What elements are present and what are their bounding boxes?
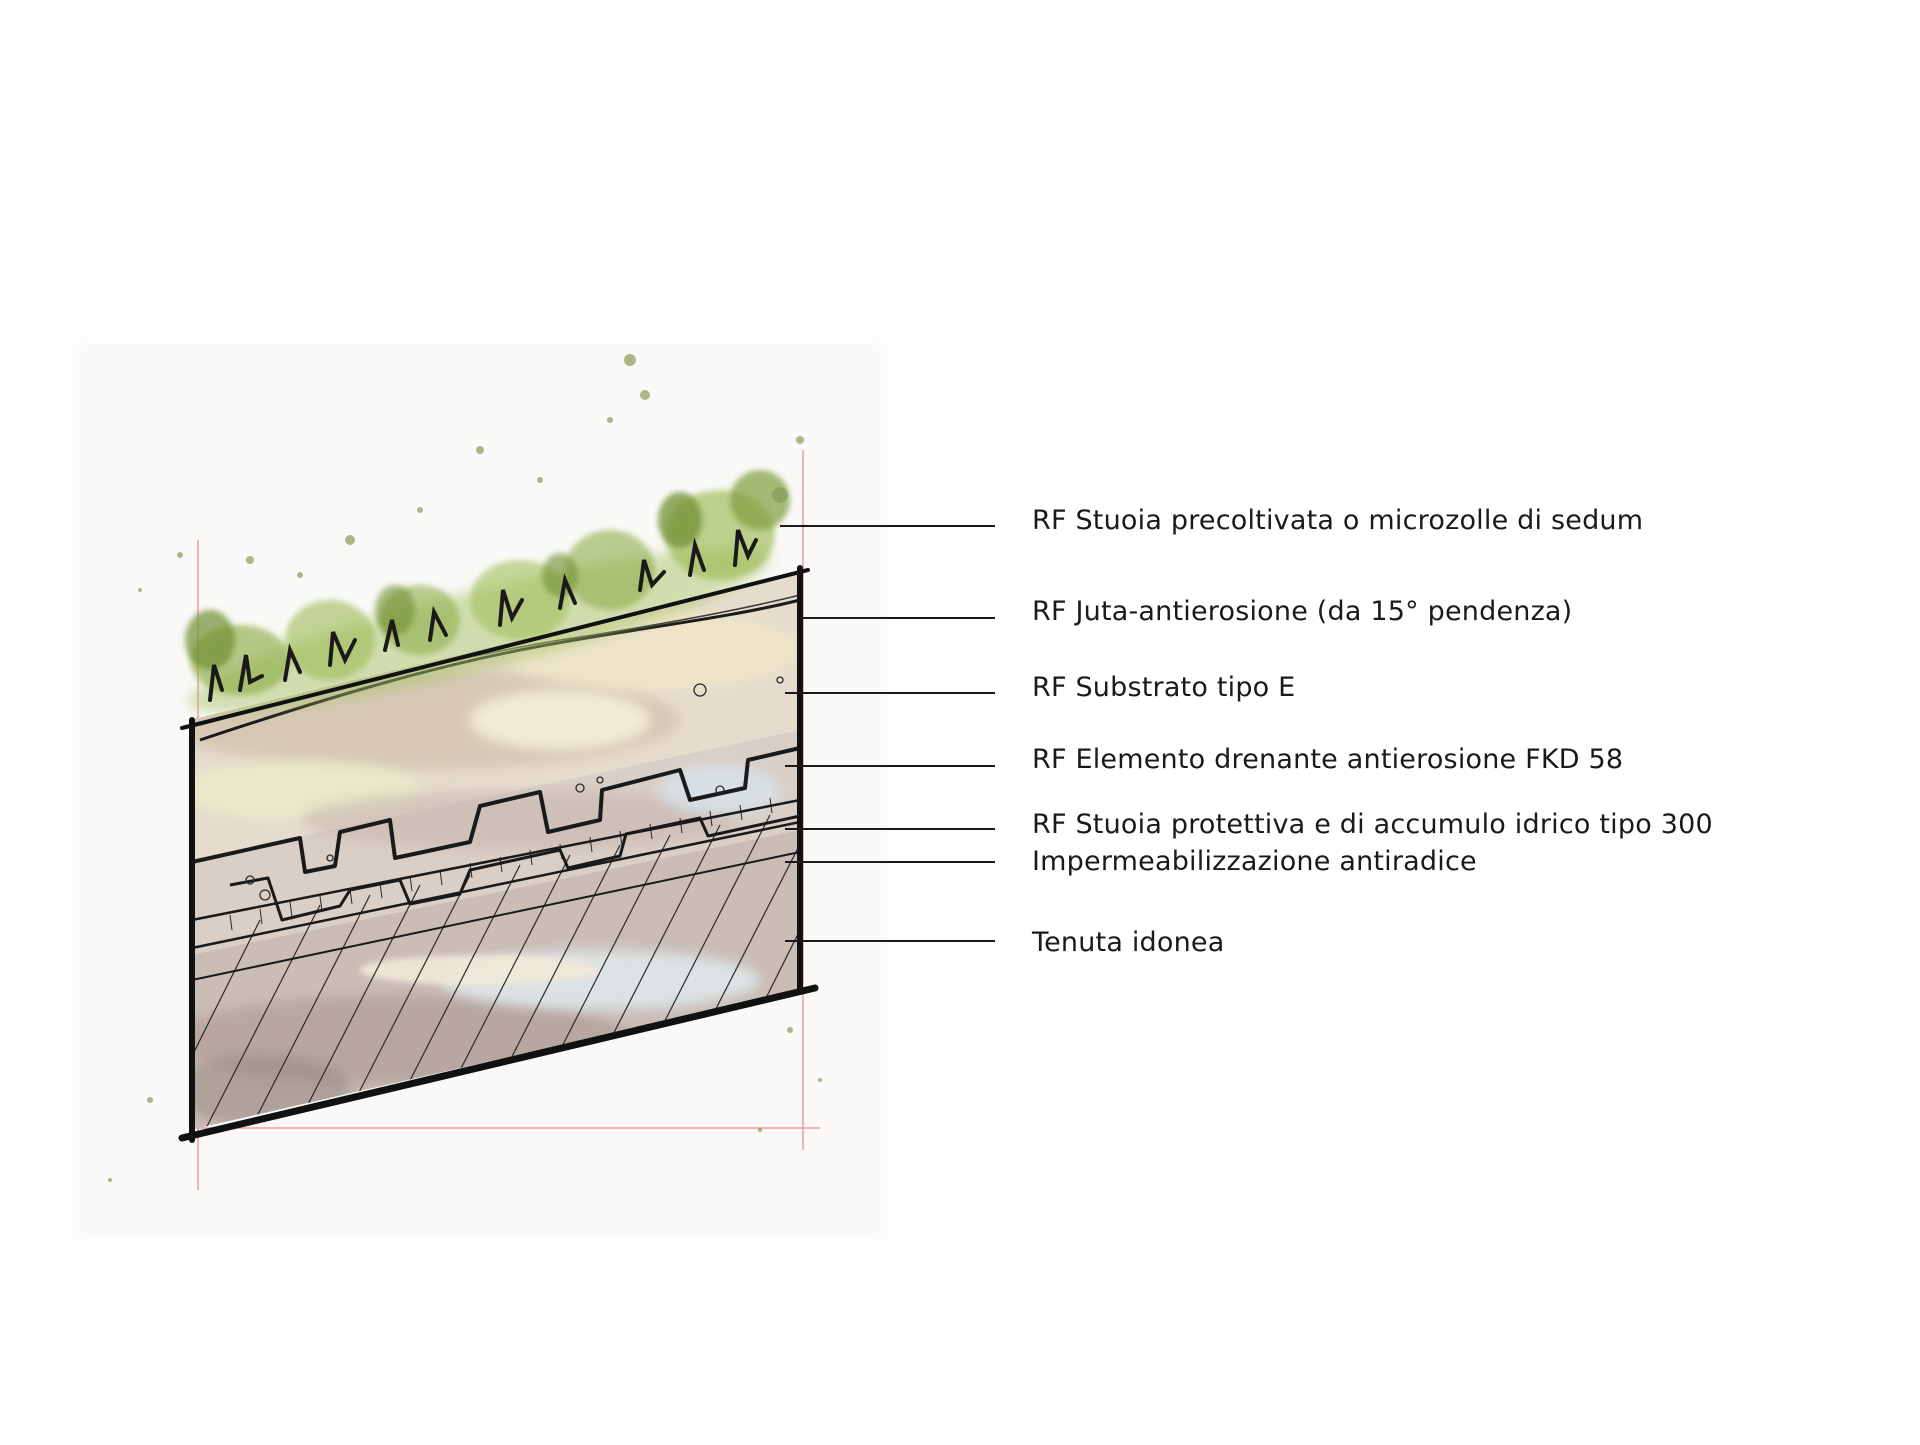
layer-label-protection-mat: RF Stuoia protettiva e di accumulo idric… xyxy=(1032,809,1713,840)
leader-line-5 xyxy=(785,828,995,830)
sedum-vegetation xyxy=(185,470,790,713)
leader-line-2 xyxy=(800,617,995,619)
layer-label-vegetation-mat: RF Stuoia precoltivata o microzolle di s… xyxy=(1032,505,1644,536)
membrane-top xyxy=(191,820,801,950)
gravel-particles xyxy=(245,676,784,901)
layer-label-substrate: RF Substrato tipo E xyxy=(1032,672,1296,703)
slab-hatching xyxy=(190,804,800,1130)
membrane-bottom xyxy=(191,851,801,981)
layer-label-root-barrier: Impermeabilizzazione antiradice xyxy=(1032,846,1477,877)
drainage-element-profile xyxy=(191,746,801,874)
leader-line-4 xyxy=(785,765,995,767)
layer-label-jute: RF Juta-antierosione (da 15° pendenza) xyxy=(1032,596,1573,627)
layer-label-drainage-element: RF Elemento drenante antierosione FKD 58 xyxy=(1032,744,1624,775)
leader-line-3 xyxy=(785,692,995,694)
filter-sheet xyxy=(191,798,801,922)
leader-line-6 xyxy=(785,861,995,863)
section-outline xyxy=(178,565,819,1143)
paint-splatter xyxy=(108,354,822,1182)
leader-line-7 xyxy=(785,940,995,942)
leader-line-1 xyxy=(780,525,995,527)
layer-label-deck: Tenuta idonea xyxy=(1032,927,1225,958)
